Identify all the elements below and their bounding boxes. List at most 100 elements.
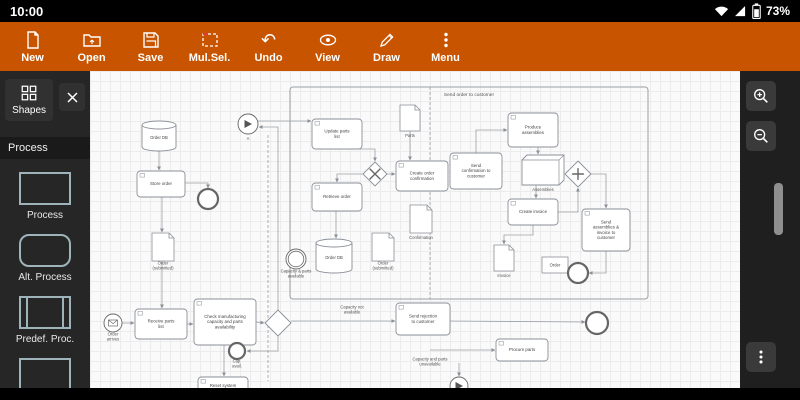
diagram-node-retrieve-order[interactable]: Retrieve order: [311, 182, 363, 212]
svg-text:Confirmation: Confirmation: [409, 235, 433, 240]
shapes-button[interactable]: Shapes: [5, 79, 54, 121]
new-document-icon: [23, 30, 43, 50]
battery-percent: 73%: [765, 4, 790, 18]
battery-icon: [752, 3, 761, 19]
vertical-scrollbar-thumb[interactable]: [774, 183, 783, 235]
process-shape-preview: [19, 172, 71, 205]
diagram-node-cap-avail[interactable]: Cap.avail.: [227, 341, 247, 369]
zoom-in-button[interactable]: [746, 81, 776, 111]
close-icon: [67, 91, 78, 103]
shapes-panel-header: Shapes: [0, 71, 90, 125]
shape-item-process[interactable]: Process: [0, 172, 90, 221]
svg-text:Send order to customer: Send order to customer: [444, 92, 495, 98]
svg-text:Cap.avail.: Cap.avail.: [232, 358, 242, 368]
diagram-node-gateway-1[interactable]: [264, 309, 292, 337]
undo-button-label: Undo: [254, 51, 283, 64]
shape-item-label: Alt. Process: [18, 272, 72, 283]
diagram-node-pool[interactable]: Send order to customer: [289, 86, 649, 300]
shape-item-alt-process[interactable]: Alt. Process: [0, 234, 90, 283]
open-button[interactable]: Open: [63, 25, 120, 69]
svg-text:Order DB: Order DB: [325, 255, 343, 260]
diagram-node-end-1[interactable]: [196, 187, 220, 211]
more-options-button[interactable]: [746, 342, 776, 372]
svg-text:Order(submitted): Order(submitted): [373, 260, 395, 270]
svg-text:A: A: [247, 136, 250, 141]
draw-button-label: Draw: [373, 51, 400, 64]
diagram-node-store-order[interactable]: Store order: [136, 170, 186, 198]
diagram-node-end-3[interactable]: [584, 310, 610, 336]
diagram-node-order-submitted-1[interactable]: Order(submitted): [151, 232, 175, 271]
diagram-node-order-db-2[interactable]: Order DB: [315, 238, 353, 274]
diagram-node-order-box[interactable]: Order: [541, 256, 569, 274]
toolbar: New Open Save Mul.Sel. ↶ Undo: [0, 22, 800, 71]
close-shapes-button[interactable]: [59, 83, 85, 111]
diagram-node-link-b[interactable]: [449, 376, 469, 388]
multi-select-button[interactable]: Mul.Sel.: [181, 25, 238, 69]
svg-text:Invoice: Invoice: [497, 273, 511, 278]
svg-text:Order: Order: [550, 263, 561, 268]
diagram-node-order-db-1[interactable]: Order DB: [141, 120, 177, 152]
undo-button[interactable]: ↶ Undo: [240, 25, 297, 69]
diagram-node-gateway-3[interactable]: [564, 160, 592, 188]
zoom-out-magnifier-icon: [754, 129, 768, 143]
draw-button[interactable]: Draw: [358, 25, 415, 69]
diagram-node-order-submitted-2[interactable]: Order(submitted): [371, 232, 395, 271]
save-button[interactable]: Save: [122, 25, 179, 69]
diagram-node-reset-system[interactable]: Reset system: [197, 376, 249, 388]
save-button-label: Save: [137, 51, 164, 64]
open-button-label: Open: [77, 51, 106, 64]
diagram-node-end-2[interactable]: [566, 261, 590, 285]
view-eye-icon: [318, 30, 338, 50]
status-icons: 73%: [714, 3, 790, 19]
undo-arrow-icon: ↶: [260, 29, 277, 50]
grid-icon: [21, 85, 37, 101]
diagram-node-gateway-2[interactable]: [362, 161, 388, 187]
diagram-node-procure-parts[interactable]: Procure parts: [495, 338, 549, 362]
svg-text:Store order: Store order: [150, 181, 173, 186]
diagram-node-link-a[interactable]: A: [237, 113, 259, 141]
diagram-edges: [122, 87, 608, 381]
view-button[interactable]: View: [299, 25, 356, 69]
status-time: 10:00: [10, 3, 44, 19]
shape-item-partial[interactable]: [0, 358, 90, 388]
zoom-out-button[interactable]: [746, 121, 776, 151]
menu-button[interactable]: Menu: [417, 25, 474, 69]
more-menu-icon: [759, 350, 763, 364]
diagram-node-create-invoice[interactable]: Create invoice: [507, 198, 559, 226]
diagram-node-invoice-doc[interactable]: Invoice: [493, 244, 515, 278]
svg-text:Order(submitted): Order(submitted): [153, 260, 175, 270]
shape-item-predefined-process[interactable]: Predef. Proc.: [0, 296, 90, 345]
open-folder-icon: [82, 30, 102, 50]
multi-select-icon: [200, 30, 220, 50]
svg-text:Reset system: Reset system: [210, 383, 237, 388]
diagram-node-confirmation-doc[interactable]: Confirmation: [409, 204, 434, 240]
new-button[interactable]: New: [4, 25, 61, 69]
partial-shape-preview: [19, 358, 71, 388]
svg-text:Procure parts: Procure parts: [509, 347, 536, 352]
diagram-node-parts-doc[interactable]: Parts: [399, 104, 421, 138]
diagram-node-assemblies[interactable]: Assemblies: [521, 154, 565, 192]
